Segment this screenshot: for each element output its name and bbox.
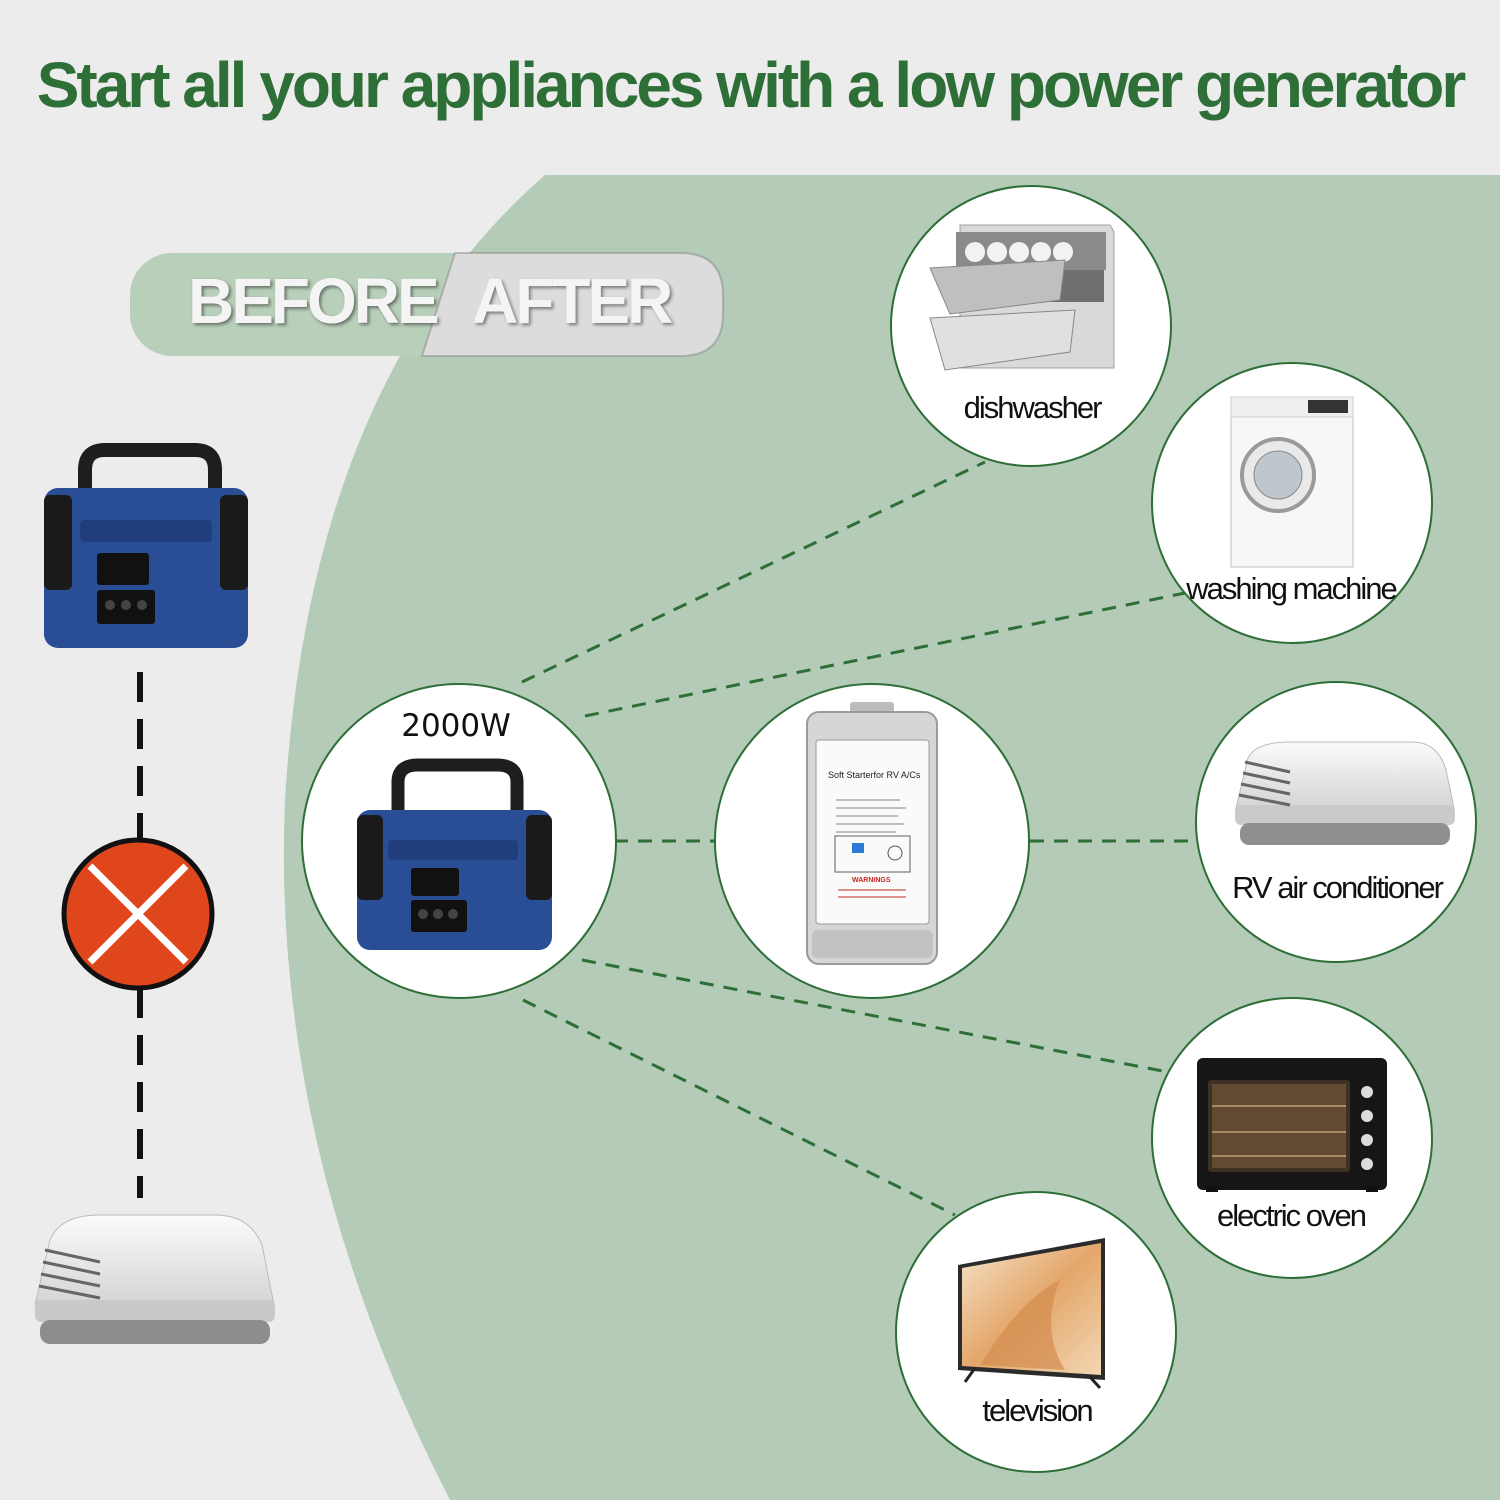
rv-air-conditioner-icon [34, 1214, 275, 1344]
generator-icon [357, 758, 552, 950]
link-electric-oven [581, 958, 1169, 1074]
generator-icon [44, 443, 248, 648]
electric-oven-icon [1197, 1058, 1387, 1192]
rv-ac-label: RV air conditioner [1232, 870, 1444, 905]
washing-machine-icon [1230, 396, 1354, 568]
link-television [522, 998, 956, 1217]
generator-rating: 2000W [401, 708, 511, 744]
electric-oven-label: electric oven [1216, 1198, 1367, 1233]
before-after-badge [130, 252, 724, 357]
page-title: Start all your appliances with a low pow… [36, 49, 1467, 121]
link-washing-machine [584, 591, 1186, 718]
soft-starter-icon [806, 702, 938, 965]
television-label: television [982, 1393, 1093, 1428]
cross-icon [61, 837, 215, 991]
dishwasher-icon [929, 224, 1115, 371]
dishwasher-label: dishwasher [963, 390, 1103, 425]
soft-starter-title: Soft Starterfor RV A/Cs [828, 770, 921, 780]
before-label: BEFORE [188, 265, 440, 337]
link-dishwasher [521, 460, 986, 684]
rv-air-conditioner-icon [1235, 741, 1455, 845]
washing-machine-label: washing machine [1186, 571, 1398, 606]
after-label: AFTER [472, 265, 673, 337]
soft-starter-warning: WARNINGS [852, 877, 891, 884]
television-icon [958, 1238, 1105, 1390]
